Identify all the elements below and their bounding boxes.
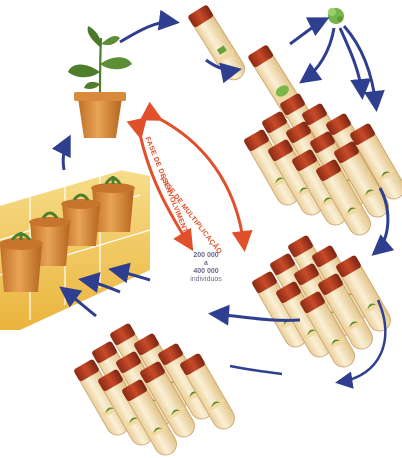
callus-clump bbox=[328, 8, 344, 24]
blue-arrows bbox=[51, 9, 395, 389]
count-line-4: indivíduos bbox=[190, 276, 222, 283]
count-line-1: 200 000 bbox=[193, 252, 219, 259]
tube-rack-plantlets bbox=[72, 322, 240, 458]
red-arrows bbox=[126, 101, 253, 252]
count-line-3: 400 000 bbox=[193, 268, 219, 275]
tube-rack-rooting bbox=[250, 234, 396, 372]
tube-callus bbox=[246, 43, 310, 125]
greenhouse bbox=[0, 169, 151, 330]
tube-rack-multiplication bbox=[242, 92, 402, 240]
count-label: 200 000 a 400 000 indivíduos bbox=[180, 252, 232, 284]
potted-plant bbox=[68, 26, 132, 138]
tube-explant bbox=[186, 3, 250, 85]
greenhouse-pots bbox=[0, 176, 135, 292]
count-line-2: a bbox=[204, 260, 208, 267]
